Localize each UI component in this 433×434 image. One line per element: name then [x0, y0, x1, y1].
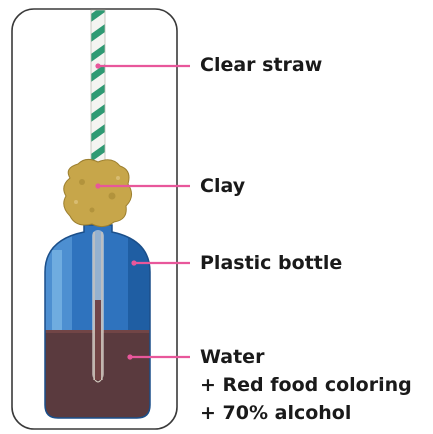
label-liquid-line-3: + 70% alcohol	[200, 400, 351, 426]
clay-plug	[64, 159, 132, 226]
label-liquid-line-1: Water	[200, 344, 264, 370]
straw-submerged	[92, 230, 104, 382]
label-clay: Clay	[200, 173, 245, 199]
label-liquid-line-2: + Red food coloring	[200, 372, 412, 398]
label-clear-straw: Clear straw	[200, 52, 322, 78]
label-plastic-bottle: Plastic bottle	[200, 250, 342, 276]
